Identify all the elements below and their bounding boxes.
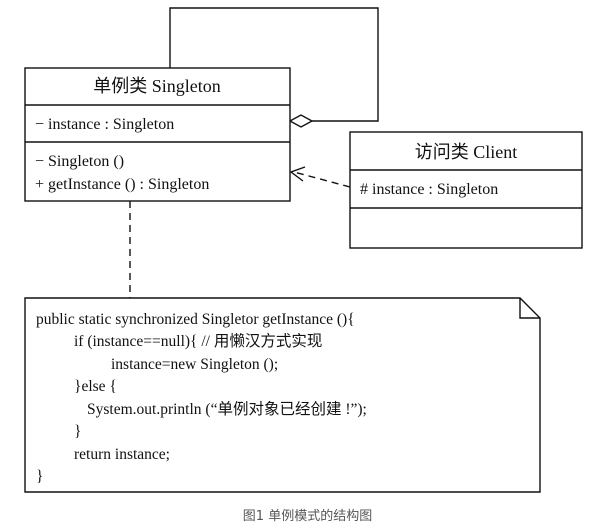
singleton-class-title: 单例类 Singleton bbox=[93, 76, 221, 96]
singleton-method-constructor: − Singleton () bbox=[35, 153, 124, 170]
code-line-3: instance=new Singleton (); bbox=[111, 356, 278, 373]
singleton-class: 单例类 Singleton − instance : Singleton − S… bbox=[24, 67, 291, 202]
code-line-4: }else { bbox=[74, 378, 117, 395]
aggregation-diamond bbox=[288, 114, 314, 128]
client-attribute: # instance : Singleton bbox=[360, 181, 498, 198]
code-line-6: } bbox=[74, 423, 81, 440]
client-class-title: 访问类 Client bbox=[415, 142, 518, 162]
code-line-2: if (instance==null){ // 用懒汉方式实现 bbox=[74, 332, 322, 350]
client-class: 访问类 Client # instance : Singleton bbox=[349, 131, 583, 249]
code-line-1: public static synchronized Singletor get… bbox=[36, 311, 355, 328]
figure-caption: 图1 单例模式的结构图 bbox=[242, 509, 373, 524]
code-note: public static synchronized Singletor get… bbox=[24, 297, 541, 493]
singleton-method-getinstance: + getInstance () : Singleton bbox=[35, 176, 209, 193]
singleton-attribute: − instance : Singleton bbox=[35, 116, 174, 133]
dependency-arrowhead bbox=[289, 166, 306, 182]
code-line-5: System.out.println (“单例对象已经创建 !”); bbox=[87, 400, 367, 418]
dependency-line bbox=[293, 171, 351, 188]
code-line-7: return instance; bbox=[74, 446, 170, 463]
self-association-line bbox=[169, 7, 379, 122]
code-line-8: } bbox=[36, 468, 43, 485]
